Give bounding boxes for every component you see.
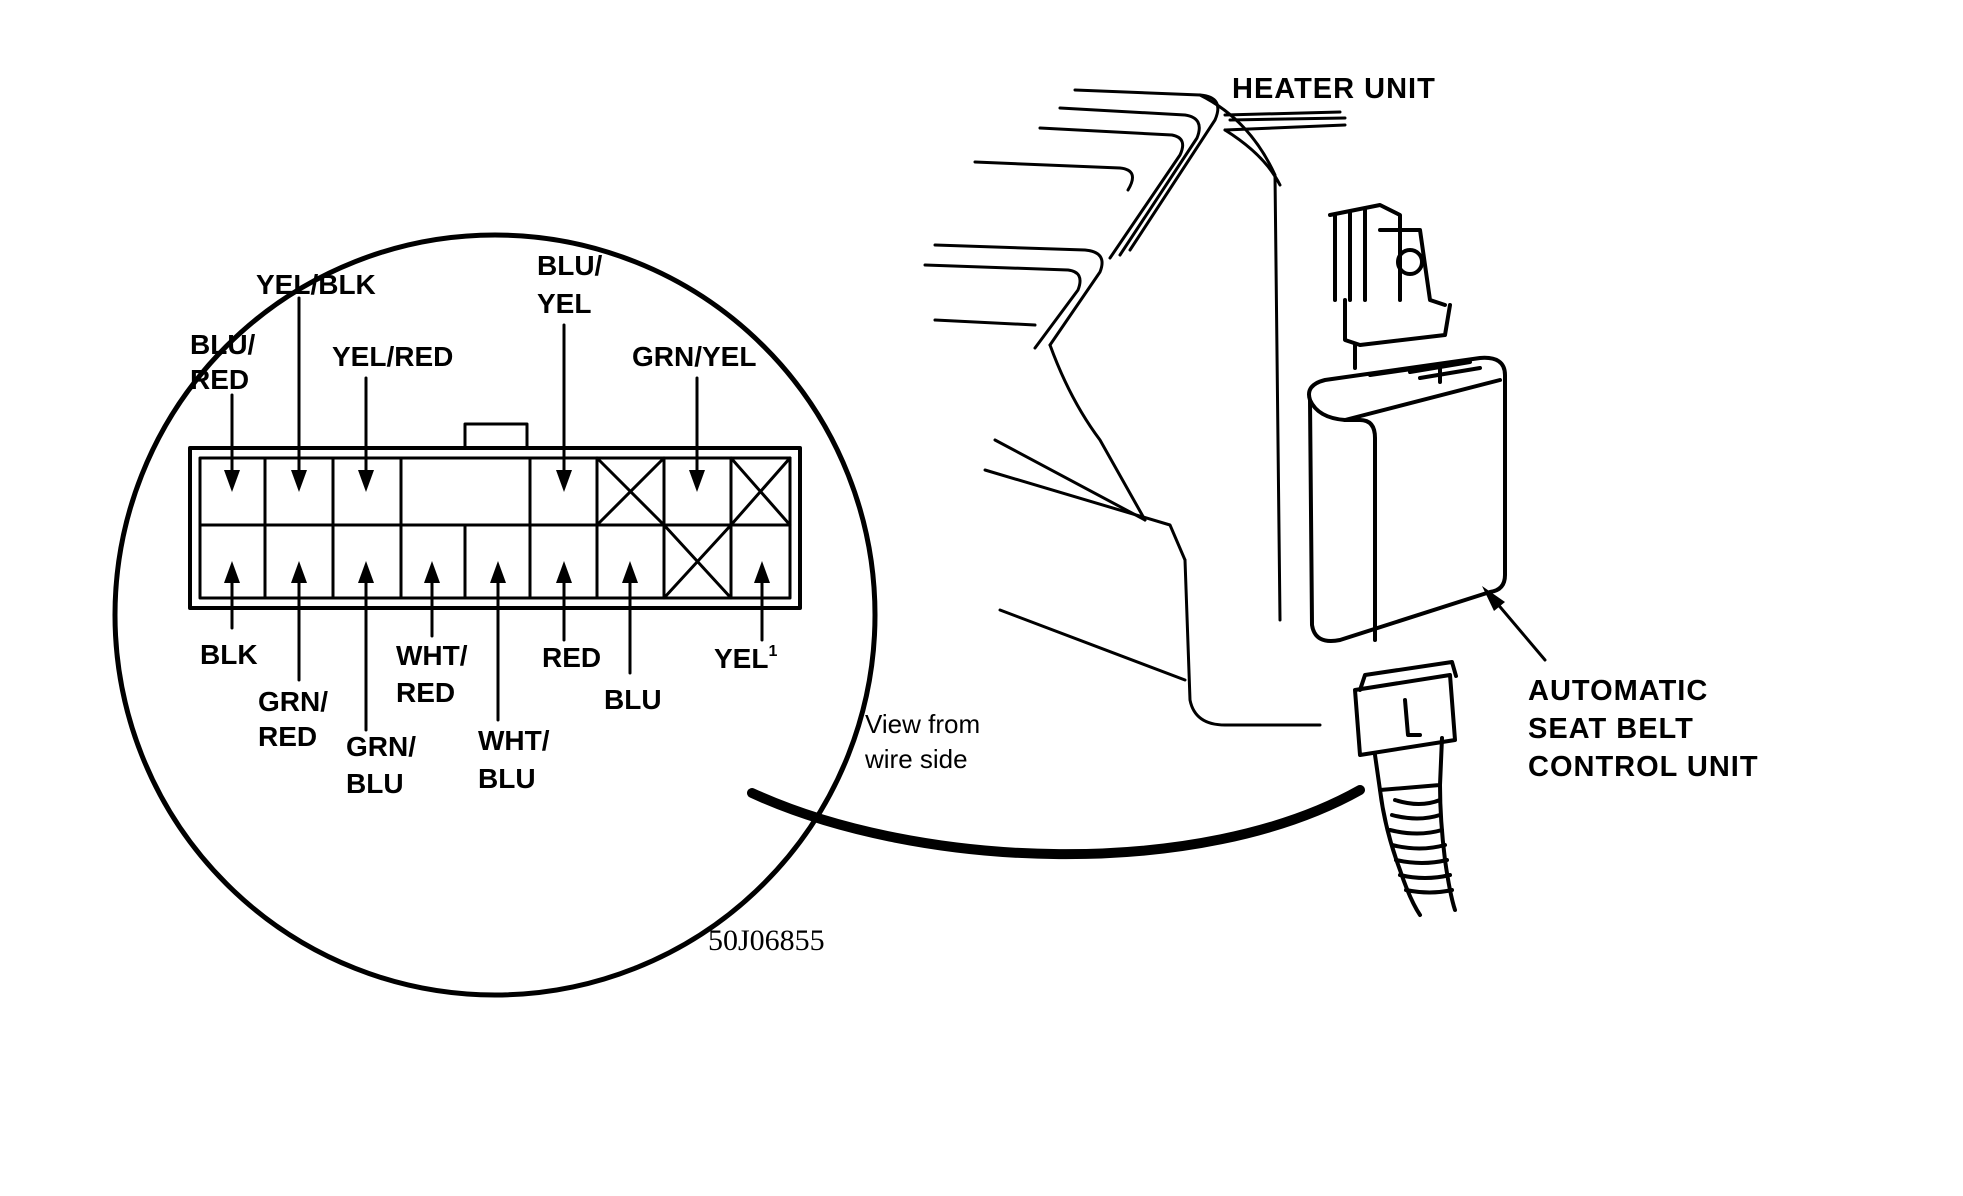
label-yel: YEL1 xyxy=(714,643,777,674)
label-grn-red: GRN/ xyxy=(258,686,328,717)
label-blu-yel: BLU/ xyxy=(537,250,603,281)
label-grn-blu-2: BLU xyxy=(346,768,404,799)
label-wht-red-2: RED xyxy=(396,677,455,708)
label-grn-blu: GRN/ xyxy=(346,731,416,762)
control-unit-drawing xyxy=(1307,203,1507,643)
label-heater-unit: HEATER UNIT xyxy=(1232,73,1436,105)
callout-lead xyxy=(747,785,1365,860)
label-yel-blk: YEL/BLK xyxy=(256,269,376,300)
top-pin-arrows xyxy=(224,296,705,492)
control-unit-leader xyxy=(1482,586,1547,662)
footnote-marker: 1 xyxy=(768,643,777,660)
harness-connector xyxy=(1353,660,1458,917)
label-blu: BLU xyxy=(604,684,662,715)
view-note: View from xyxy=(865,709,980,739)
heater-unit-drawing xyxy=(923,88,1347,727)
label-grn-yel: GRN/YEL xyxy=(632,341,756,372)
label-blu-red: BLU/ xyxy=(190,329,256,360)
label-yel-red: YEL/RED xyxy=(332,341,453,372)
label-wht-blu-2: BLU xyxy=(478,763,536,794)
label-grn-red-2: RED xyxy=(258,721,317,752)
label-wht-red: WHT/ xyxy=(396,640,468,671)
connector-face xyxy=(188,422,802,610)
label-control-unit-3: CONTROL UNIT xyxy=(1528,751,1759,783)
bottom-pin-arrows xyxy=(224,561,770,732)
label-blk: BLK xyxy=(200,639,258,670)
label-blu-yel-2: YEL xyxy=(537,288,591,319)
view-note-2: wire side xyxy=(864,744,968,774)
label-blu-red-2: RED xyxy=(190,364,249,395)
label-wht-blu: WHT/ xyxy=(478,725,550,756)
callout-circle xyxy=(112,232,878,998)
label-control-unit-2: SEAT BELT xyxy=(1528,713,1694,745)
figure-code: 50J06855 xyxy=(708,924,825,957)
label-red: RED xyxy=(542,642,601,673)
label-control-unit: AUTOMATIC xyxy=(1528,675,1708,707)
